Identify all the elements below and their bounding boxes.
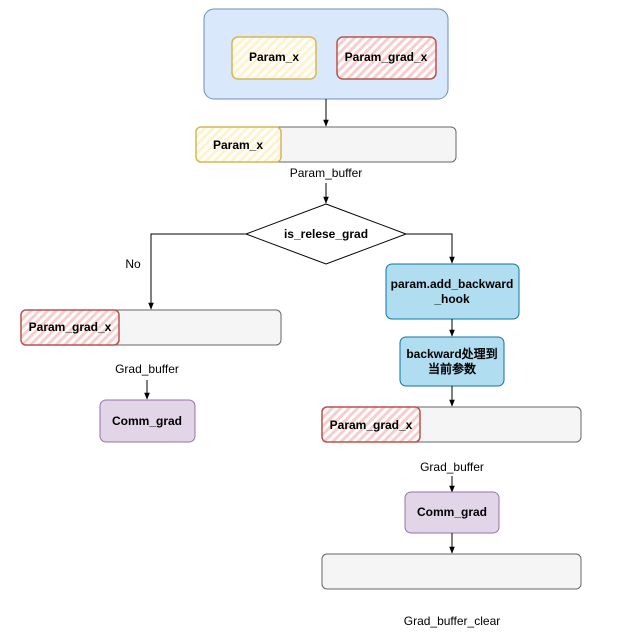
backward-process-line1: backward处理到 bbox=[406, 346, 497, 361]
group-param-x-node bbox=[231, 36, 317, 80]
decision-label: is_relese_grad bbox=[284, 227, 368, 241]
add-backward-hook-line1: param.add_backward bbox=[391, 277, 514, 291]
right-comm-grad-label: Comm_grad bbox=[417, 505, 487, 519]
grad-buffer-clear-caption: Grad_buffer_clear bbox=[404, 614, 501, 628]
decision-diamond bbox=[244, 203, 408, 265]
right-param-grad-x-label: Param_grad_x bbox=[330, 418, 413, 432]
param-buffer-caption: Param_buffer bbox=[290, 166, 363, 180]
left-grad-buffer-caption: Grad_buffer bbox=[115, 362, 179, 376]
buffer-param-x-label: Param_x bbox=[213, 138, 263, 152]
left-comm-grad-label: Comm_grad bbox=[112, 414, 182, 428]
left-param-grad-x-node bbox=[20, 309, 120, 346]
group-param-x-label: Param_x bbox=[249, 50, 299, 64]
right-grad-buffer-caption: Grad_buffer bbox=[420, 460, 484, 474]
no-label: No bbox=[125, 257, 141, 271]
group-param-grad-x-node bbox=[336, 36, 437, 80]
add-backward-hook-line2: _hook bbox=[433, 292, 470, 306]
group-param-grad-x-label: Param_grad_x bbox=[345, 50, 428, 64]
arrow-decision-to-left bbox=[148, 233, 246, 310]
cleared-grad-buffer-bar bbox=[321, 553, 582, 590]
buffer-param-x-node bbox=[195, 126, 282, 163]
backward-process-line2: 当前参数 bbox=[428, 361, 477, 376]
arrow-decision-to-right bbox=[406, 233, 455, 264]
right-param-grad-x-node bbox=[321, 406, 421, 443]
left-comm-grad-node bbox=[99, 399, 196, 443]
left-param-grad-x-label: Param_grad_x bbox=[29, 320, 112, 334]
